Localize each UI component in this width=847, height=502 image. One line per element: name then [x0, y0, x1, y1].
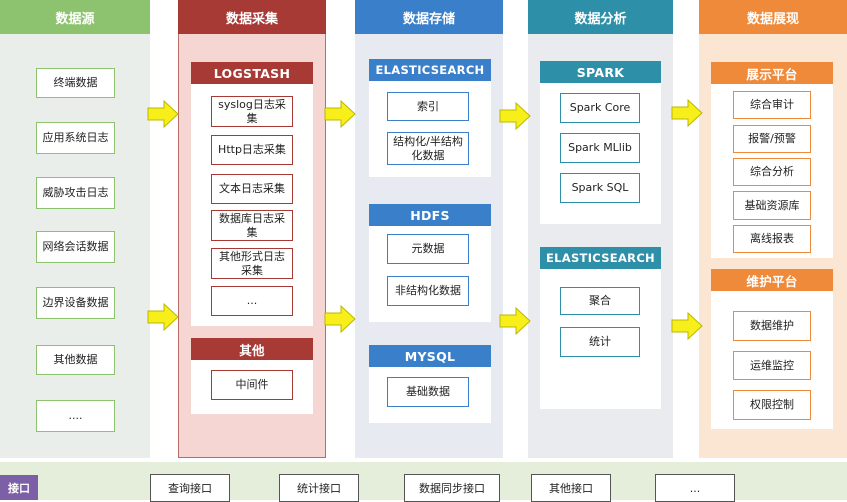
flow-arrow-icon: [671, 311, 703, 341]
interface-item: 其他接口: [531, 474, 611, 502]
column-data-analysis: 数据分析 SPARK Spark Core Spark MLlib Spark …: [528, 0, 673, 458]
flow-arrow-icon: [324, 99, 356, 129]
analysis-es-panel: ELASTICSEARCH 聚合 统计: [540, 247, 661, 409]
column-body: 展示平台 综合审计 报警/预警 综合分析 基础资源库 离线报表 维护平台 数据维…: [699, 34, 847, 458]
display-item: 综合审计: [733, 91, 811, 119]
mysql-panel: MYSQL 基础数据: [369, 345, 491, 423]
storage-item: 基础数据: [387, 377, 469, 407]
analysis-item: 聚合: [560, 287, 640, 315]
column-data-source: 数据源 终端数据 应用系统日志 威胁攻击日志 网络会话数据 边界设备数据 其他数…: [0, 0, 150, 458]
column-title: 数据源: [0, 0, 150, 34]
collect-item: 其他形式日志采集: [211, 248, 293, 279]
collect-item: 数据库日志采集: [211, 210, 293, 241]
display-item: 数据维护: [733, 311, 811, 341]
other-collect-panel: 其他 中间件: [191, 338, 313, 414]
analysis-item: Spark MLlib: [560, 133, 640, 163]
mysql-title: MYSQL: [369, 345, 491, 367]
flow-arrow-icon: [671, 98, 703, 128]
display-item: 基础资源库: [733, 191, 811, 220]
interface-item: ...: [655, 474, 735, 502]
display-item: 报警/预警: [733, 125, 811, 153]
display-item: 综合分析: [733, 158, 811, 186]
show-platform-panel: 展示平台 综合审计 报警/预警 综合分析 基础资源库 离线报表: [711, 62, 833, 258]
storage-item: 结构化/半结构化数据: [387, 132, 469, 165]
source-item: 终端数据: [36, 68, 115, 98]
column-data-display: 数据展现 展示平台 综合审计 报警/预警 综合分析 基础资源库 离线报表 维护平…: [699, 0, 847, 458]
column-body: 终端数据 应用系统日志 威胁攻击日志 网络会话数据 边界设备数据 其他数据 ..…: [0, 34, 150, 458]
hdfs-panel: HDFS 元数据 非结构化数据: [369, 204, 491, 322]
source-item: 应用系统日志: [36, 122, 115, 154]
collect-item: syslog日志采集: [211, 96, 293, 127]
collect-item: Http日志采集: [211, 135, 293, 165]
column-data-storage: 数据存储 ELASTICSEARCH 索引 结构化/半结构化数据 HDFS 元数…: [355, 0, 503, 458]
display-item: 权限控制: [733, 390, 811, 420]
storage-item: 非结构化数据: [387, 276, 469, 306]
show-platform-title: 展示平台: [711, 62, 833, 84]
display-item: 运维监控: [733, 351, 811, 380]
flow-arrow-icon: [499, 306, 531, 336]
spark-title: SPARK: [540, 61, 661, 83]
spark-panel: SPARK Spark Core Spark MLlib Spark SQL: [540, 61, 661, 224]
flow-arrow-icon: [499, 101, 531, 131]
collect-item: ...: [211, 286, 293, 316]
column-title: 数据采集: [178, 0, 326, 34]
storage-item: 元数据: [387, 234, 469, 264]
analysis-item: 统计: [560, 327, 640, 357]
display-item: 离线报表: [733, 225, 811, 253]
collect-item: 中间件: [211, 370, 293, 400]
storage-es-panel: ELASTICSEARCH 索引 结构化/半结构化数据: [369, 59, 491, 177]
source-item: 其他数据: [36, 345, 115, 375]
column-title: 数据分析: [528, 0, 673, 34]
source-item: 网络会话数据: [36, 231, 115, 263]
maintain-platform-panel: 维护平台 数据维护 运维监控 权限控制: [711, 269, 833, 429]
hdfs-title: HDFS: [369, 204, 491, 226]
source-item: 威胁攻击日志: [36, 177, 115, 209]
logstash-title: LOGSTASH: [191, 62, 313, 84]
interface-label: 接口: [0, 475, 38, 500]
column-body: ELASTICSEARCH 索引 结构化/半结构化数据 HDFS 元数据 非结构…: [355, 34, 503, 458]
storage-item: 索引: [387, 92, 469, 121]
column-title: 数据展现: [699, 0, 847, 34]
collect-item: 文本日志采集: [211, 174, 293, 204]
column-data-collection: 数据采集 LOGSTASH syslog日志采集 Http日志采集 文本日志采集…: [178, 0, 326, 458]
storage-es-title: ELASTICSEARCH: [369, 59, 491, 81]
analysis-item: Spark Core: [560, 93, 640, 123]
interface-item: 统计接口: [279, 474, 359, 502]
column-body: LOGSTASH syslog日志采集 Http日志采集 文本日志采集 数据库日…: [178, 34, 326, 458]
column-title: 数据存储: [355, 0, 503, 34]
logstash-panel: LOGSTASH syslog日志采集 Http日志采集 文本日志采集 数据库日…: [191, 62, 313, 326]
analysis-item: Spark SQL: [560, 173, 640, 203]
source-item: 边界设备数据: [36, 287, 115, 319]
column-body: SPARK Spark Core Spark MLlib Spark SQL E…: [528, 34, 673, 458]
analysis-es-title: ELASTICSEARCH: [540, 247, 661, 269]
flow-arrow-icon: [147, 99, 179, 129]
source-item: ....: [36, 400, 115, 432]
interface-item: 查询接口: [150, 474, 230, 502]
maintain-platform-title: 维护平台: [711, 269, 833, 291]
flow-arrow-icon: [324, 304, 356, 334]
interface-item: 数据同步接口: [404, 474, 500, 502]
other-collect-title: 其他: [191, 338, 313, 360]
flow-arrow-icon: [147, 302, 179, 332]
